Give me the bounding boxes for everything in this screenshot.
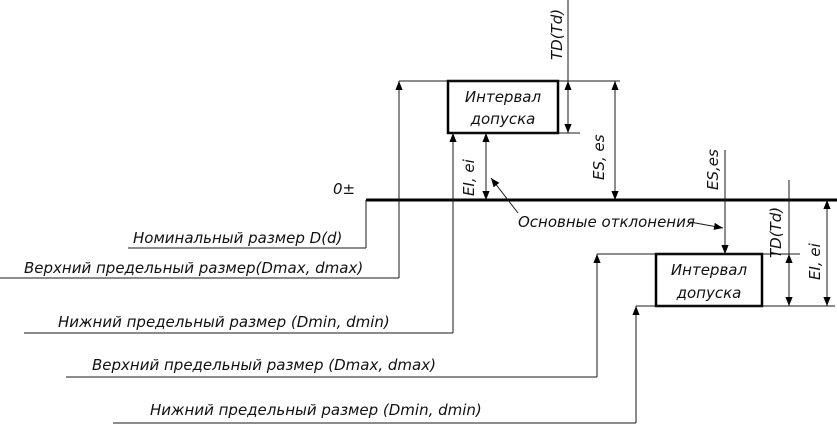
ei-upper-label: EI, ei [460, 158, 478, 196]
es-upper-label: ES, es [590, 134, 608, 180]
tolerance-zone-lower [654, 252, 764, 308]
label-upper-limit-2: Верхний предельный размер (Dmax, dmax) [92, 356, 436, 374]
label-lower-limit-2: Нижний предельный размер (Dmin, dmin) [150, 401, 482, 419]
td-upper-label: TD(Td) [548, 9, 566, 60]
tolerance-zone-upper-line1: Интервал [465, 88, 542, 106]
tolerance-zone-upper-line2: допуска [470, 110, 536, 128]
leader-basic-deviation-right [689, 221, 724, 230]
label-upper-limit-1: Верхний предельный размер(Dmax, dmax) [24, 259, 363, 277]
leader-basic-deviation-left [490, 177, 519, 214]
zero-label: 0± [333, 180, 355, 198]
tolerance-zone-lower-line1: Интервал [671, 261, 748, 279]
td-lower-label: TD(Td) [767, 207, 785, 258]
basic-deviations-label: Основные отклонения [518, 213, 695, 231]
ei-lower-label: EI, ei [806, 242, 824, 280]
es-lower-label: ES,es [704, 149, 722, 190]
label-lower-limit-1: Нижний предельный размер (Dmin, dmin) [58, 313, 390, 331]
tolerance-zone-lower-line2: допуска [676, 284, 742, 302]
label-nominal-size: Номинальный размер D(d) [133, 229, 342, 247]
